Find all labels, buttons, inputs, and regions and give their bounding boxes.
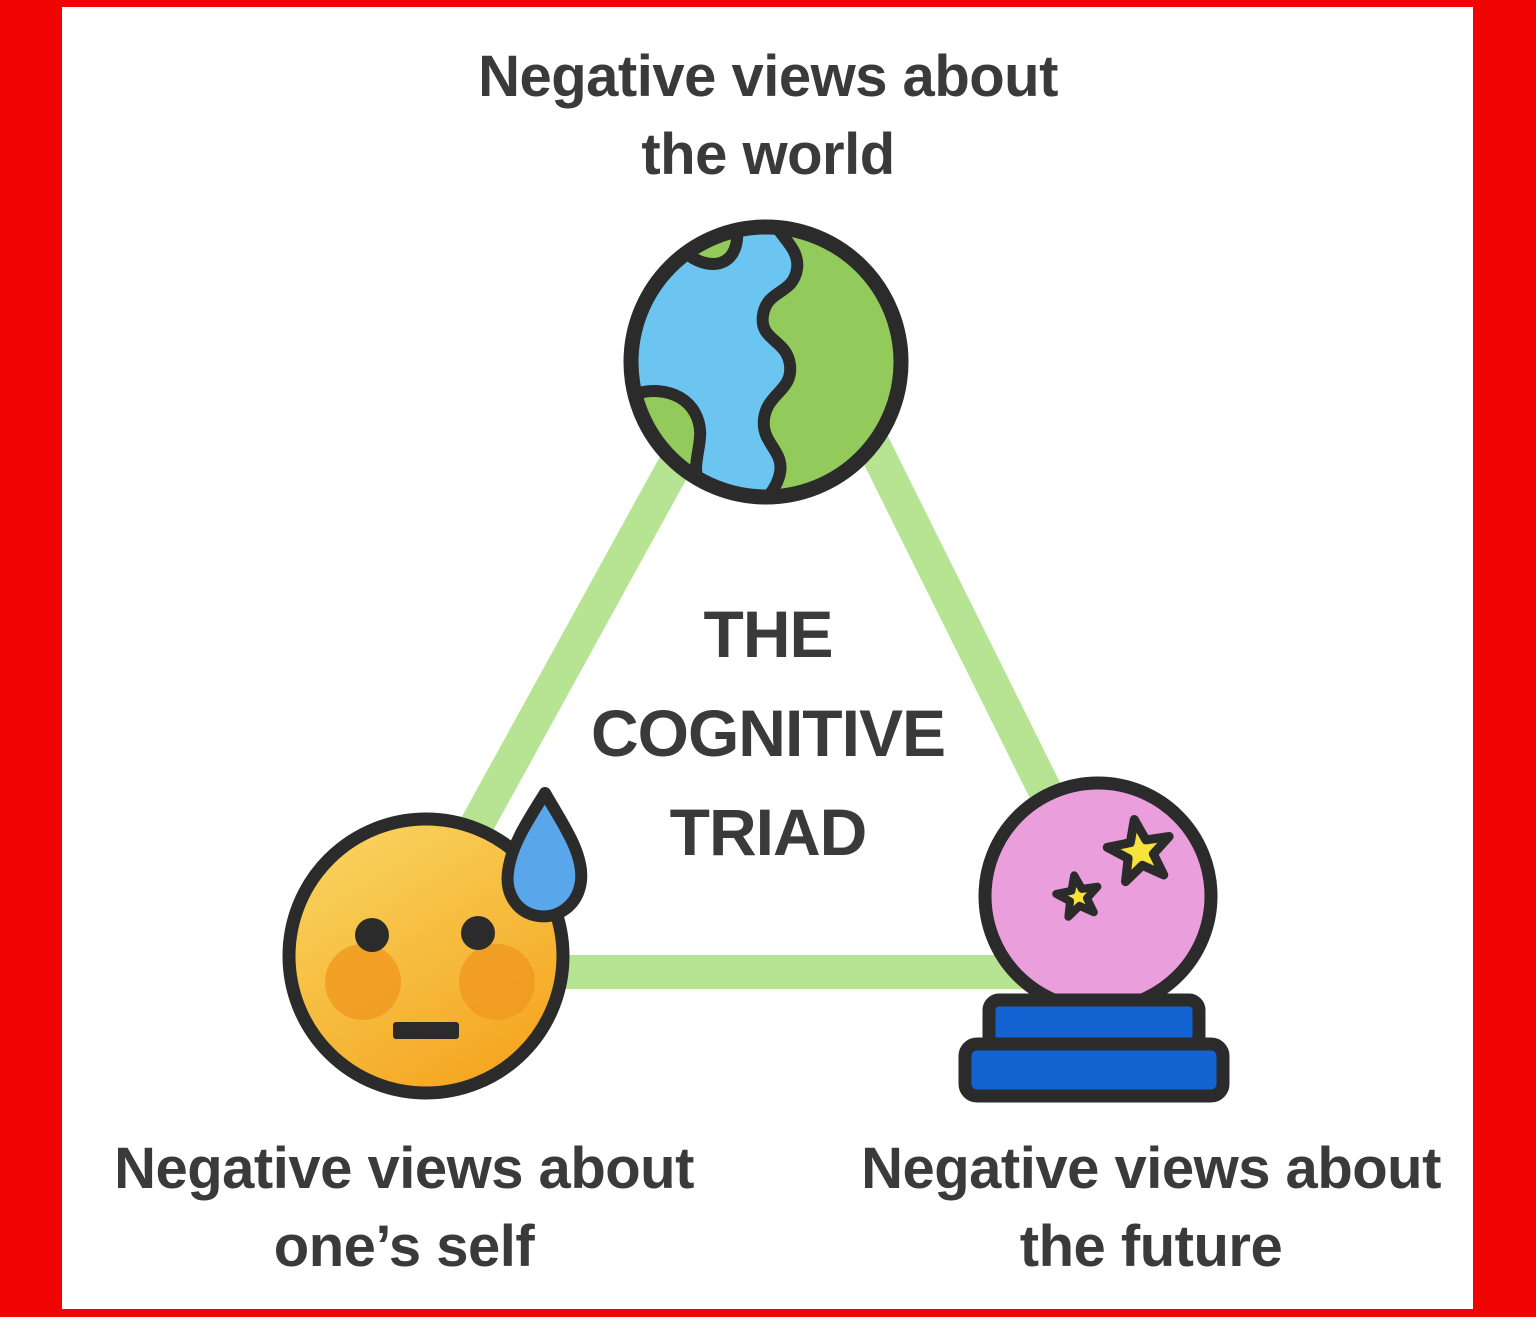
label-future: Negative views about the future	[851, 1130, 1451, 1286]
label-future-line2: the future	[1019, 1214, 1283, 1279]
globe-outline	[623, 219, 909, 505]
crystal-ball-base-lower	[958, 1037, 1230, 1103]
star-large	[1102, 815, 1174, 887]
face-mouth	[393, 1022, 459, 1039]
crystal-ball-sphere	[978, 776, 1218, 1016]
face-eye-left	[355, 918, 389, 952]
earth-globe-icon	[623, 219, 909, 505]
diagram-title: THE COGNITIVE TRIAD	[0, 585, 1536, 882]
star-small	[1052, 871, 1102, 921]
title-line2: COGNITIVE	[590, 696, 946, 770]
title-line1: THE	[703, 597, 834, 671]
face-blush-right	[459, 944, 535, 1020]
label-world-line2: the world	[641, 122, 895, 187]
face-blush-left	[325, 944, 401, 1020]
label-world-line1: Negative views about	[478, 44, 1058, 109]
sweat-drop	[501, 787, 588, 923]
label-self: Negative views about one’s self	[104, 1130, 704, 1286]
face-circle	[282, 812, 570, 1100]
face-eye-right	[461, 916, 495, 950]
label-world: Negative views about the world	[0, 38, 1536, 194]
crystal-ball-icon	[958, 776, 1230, 1103]
label-future-line1: Negative views about	[861, 1136, 1441, 1201]
label-self-line1: Negative views about	[114, 1136, 694, 1201]
flushed-face-sweat-drop-icon	[282, 787, 588, 1100]
label-self-line2: one’s self	[273, 1214, 535, 1279]
title-line3: TRIAD	[669, 795, 868, 869]
